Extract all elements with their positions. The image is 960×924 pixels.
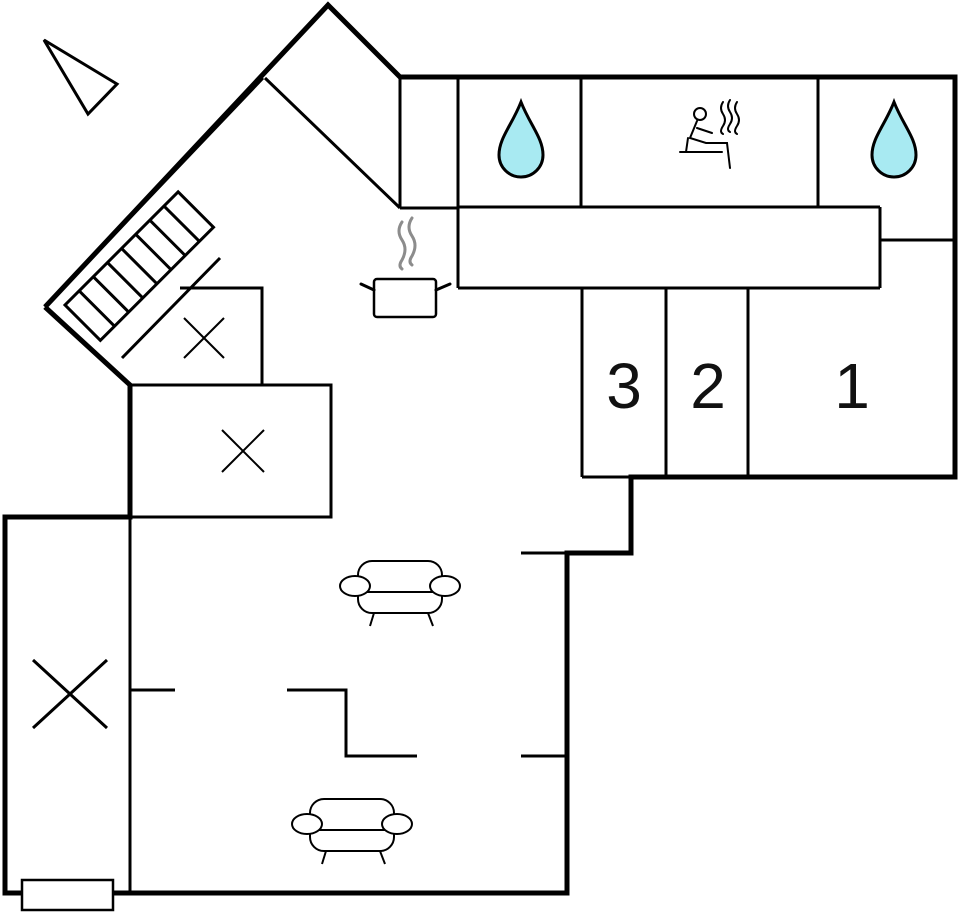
doormat-icon (20, 878, 115, 912)
water-drop-icon (870, 97, 918, 179)
cross-mark-icon (183, 317, 225, 359)
staircase-icon (62, 189, 216, 343)
water-drop-icon (497, 97, 545, 179)
sauna-icon (679, 99, 740, 169)
inner-walls (43, 76, 955, 893)
bedroom-1-label: 1 (834, 350, 870, 422)
outer-walls (2, 1, 958, 896)
cross-mark-icon (31, 658, 109, 730)
bedroom-2-label: 2 (690, 350, 726, 422)
north-arrow-icon (42, 38, 120, 117)
bedroom-3-label: 3 (606, 350, 642, 422)
cooking-pot-icon (359, 216, 452, 319)
sofa-icon (339, 560, 461, 627)
cross-mark-icon (221, 429, 265, 473)
sofa-icon (291, 798, 413, 865)
